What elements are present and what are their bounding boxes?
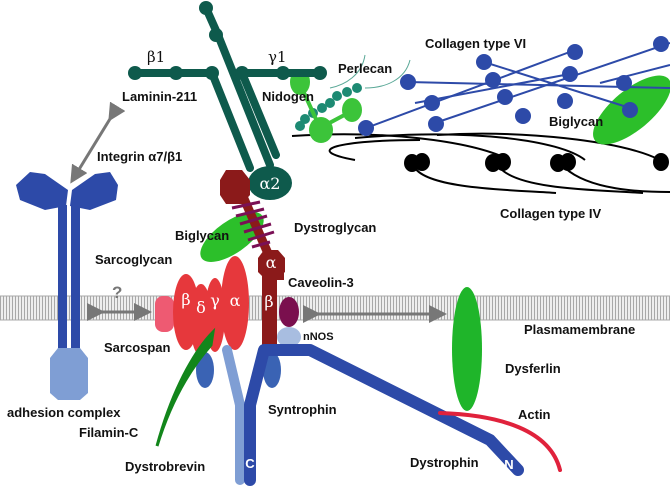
- plasma-membrane: [0, 295, 670, 321]
- label-nidogen: Nidogen: [262, 89, 314, 104]
- label-perlecan: Perlecan: [338, 61, 392, 76]
- syntrophin-left: [196, 352, 214, 388]
- adhesion-complex: [50, 348, 88, 400]
- biglycan: [200, 212, 264, 262]
- laminin-integrin-arrow: [70, 101, 126, 184]
- dysferlin: [452, 287, 482, 411]
- syntrophin-right: [263, 352, 281, 388]
- label-plasmamembrane: Plasmamembrane: [524, 322, 635, 337]
- collagen-vi-nodes: [358, 36, 669, 136]
- sg-delta-label: δ: [196, 298, 206, 317]
- laminin-beta1-label: β1: [147, 48, 165, 66]
- laminin-gamma1-label: γ1: [268, 48, 287, 66]
- laminin-alpha2-domain: [248, 166, 292, 200]
- actin: [438, 411, 562, 472]
- label-sarcoglycan: Sarcoglycan: [95, 252, 172, 267]
- label-biglycan: Biglycan: [175, 228, 229, 243]
- sg-beta-label: β: [181, 290, 190, 309]
- label-dystroglycan: Dystroglycan: [294, 220, 376, 235]
- integrin: [16, 172, 118, 355]
- question-mark: ?: [112, 283, 122, 302]
- dystroglycan-glycans: [231, 200, 275, 249]
- dystroglycan: [220, 170, 285, 345]
- dg-beta-label: β: [264, 292, 273, 311]
- perlecan: [295, 54, 411, 131]
- nnos: [277, 327, 301, 347]
- dystrobrevin: [222, 345, 245, 485]
- sarcospan: [155, 296, 174, 332]
- caveolin-3: [279, 297, 299, 327]
- sg-alpha-label: α: [230, 291, 241, 310]
- dystrophin: [244, 344, 524, 486]
- label-dysferlin: Dysferlin: [505, 361, 561, 376]
- collagen-iv-nodes: [404, 153, 669, 172]
- label-adhesion-complex: adhesion complex: [7, 405, 121, 420]
- dystrophin-c-terminus: C: [245, 456, 255, 471]
- laminin-nodes: [128, 1, 327, 200]
- collagen-iv: [291, 132, 670, 194]
- label-integrin: Integrin α7/β1: [97, 149, 182, 164]
- dg-alpha-label: α: [266, 253, 277, 272]
- label-sarcospan: Sarcospan: [104, 340, 171, 355]
- label-syntrophin: Syntrophin: [268, 402, 337, 417]
- laminin-alpha2-label: α2: [260, 174, 281, 193]
- dystrophin-n-terminus: N: [504, 457, 513, 472]
- filamin-c: [155, 327, 216, 447]
- label-collagen-vi: Collagen type VI: [425, 36, 526, 51]
- label-actin: Actin: [518, 407, 551, 422]
- label-filamin-c: Filamin-C: [79, 425, 139, 440]
- label-dystrobrevin: Dystrobrevin: [125, 459, 205, 474]
- sg-gamma-label: γ: [210, 291, 220, 310]
- label-collagen-iv: Collagen type IV: [500, 206, 601, 221]
- label-dystrophin: Dystrophin: [410, 455, 479, 470]
- label-laminin-211: Laminin-211: [122, 89, 197, 104]
- label-biglycan-ecm: Biglycan: [549, 114, 603, 129]
- label-nnos: nNOS: [303, 331, 334, 343]
- sarcoglycan-alpha: [221, 256, 249, 350]
- collagen-vi: [365, 42, 670, 129]
- label-caveolin-3: Caveolin-3: [288, 275, 354, 290]
